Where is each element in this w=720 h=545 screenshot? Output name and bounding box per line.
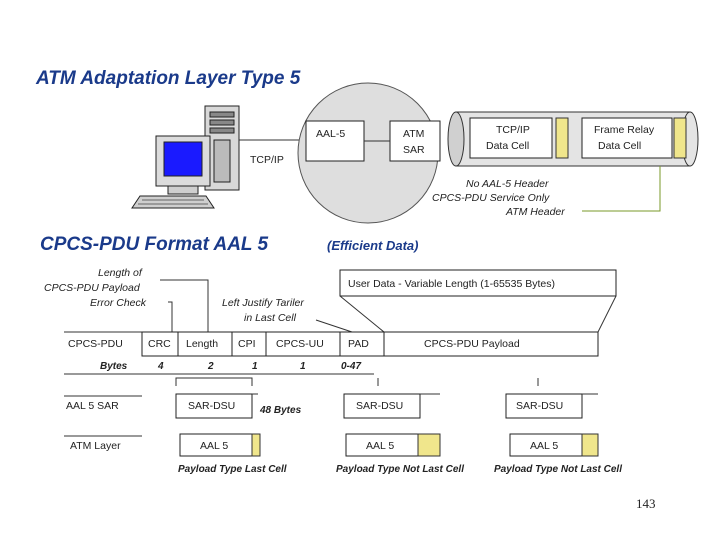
sar-dsu-label-1: SAR-DSU xyxy=(188,400,235,412)
sar-dsu-label-3: SAR-DSU xyxy=(516,400,563,412)
pdu-field-crc-label: CRC xyxy=(148,338,171,350)
cell2-subtitle: Data Cell xyxy=(598,140,641,152)
bytes-cpcs-uu: 1 xyxy=(300,361,306,372)
sar-dsu-box-2 xyxy=(343,393,421,419)
sar-bracket-1 xyxy=(175,377,253,386)
sar-dsu-box-3 xyxy=(505,393,583,419)
cpcs-subtitle: (Efficient Data) xyxy=(327,238,419,253)
sar-dsu-box-1 xyxy=(175,393,253,419)
note-service-only: CPCS-PDU Service Only xyxy=(432,192,550,204)
pdu-field-cpi-label: CPI xyxy=(238,338,256,350)
aal5-cell-label-1: AAL 5 xyxy=(200,440,228,452)
tcpip-data-cell xyxy=(469,117,553,159)
tcpip-label: TCP/IP xyxy=(250,154,284,166)
pdu-fields xyxy=(141,331,599,357)
user-data-left-edge xyxy=(339,295,385,333)
payload-last-label: Payload Type Last Cell xyxy=(178,464,287,475)
bytes-pad: 0-47 xyxy=(341,361,361,372)
bytes-cpi: 1 xyxy=(252,361,258,372)
bytes-48-label: 48 Bytes xyxy=(259,405,302,416)
cell-stream xyxy=(447,111,699,167)
page-number: 143 xyxy=(636,496,656,511)
frame-relay-data-cell xyxy=(581,117,673,159)
cell2-title: Frame Relay xyxy=(594,124,655,136)
pdu-field-pad xyxy=(339,331,385,357)
aal5-cell-label-2: AAL 5 xyxy=(366,440,394,452)
circle-atm-label: ATM xyxy=(403,128,424,140)
aal5-cell-label-3: AAL 5 xyxy=(530,440,558,452)
left-justify-pointer xyxy=(315,319,353,333)
note-atm-header: ATM Header xyxy=(505,206,565,218)
payload-not-last-label-1: Payload Type Not Last Cell xyxy=(336,464,464,475)
pdu-field-length xyxy=(177,331,233,357)
bytes-row-label: Bytes xyxy=(100,361,128,372)
error-check-label: Error Check xyxy=(90,297,147,309)
circle-aal5-label: AAL-5 xyxy=(316,128,345,140)
length-pointer xyxy=(160,279,209,332)
pdu-field-cpcs-uu xyxy=(265,331,341,357)
pdu-field-cpcs-uu-label: CPCS-UU xyxy=(276,338,324,350)
user-data-label: User Data - Variable Length (1-65535 Byt… xyxy=(348,278,555,290)
atm-layer-row-label: ATM Layer xyxy=(70,440,121,452)
cell1-subtitle: Data Cell xyxy=(486,140,529,152)
aal5-box xyxy=(305,120,365,162)
sar-dsu-label-2: SAR-DSU xyxy=(356,400,403,412)
payload-not-last-label-2: Payload Type Not Last Cell xyxy=(494,464,622,475)
atm-sar-box xyxy=(389,120,441,162)
cpcs-pdu-row-label: CPCS-PDU xyxy=(68,338,123,350)
cell1-title: TCP/IP xyxy=(496,124,530,136)
top-title: ATM Adaptation Layer Type 5 xyxy=(35,68,301,89)
cpcs-payload-label: CPCS-PDU Payload xyxy=(44,282,141,294)
pdu-field-pad-label: PAD xyxy=(348,338,369,350)
pdu-field-payload xyxy=(383,331,599,357)
circle-sar-label: SAR xyxy=(403,144,425,156)
length-of-label: Length of xyxy=(98,267,143,279)
bytes-length: 2 xyxy=(207,361,214,372)
pdu-field-length-label: Length xyxy=(186,338,218,350)
note-no-header: No AAL-5 Header xyxy=(466,178,549,190)
user-data-box xyxy=(339,269,617,297)
atm-header-pointer xyxy=(582,166,661,212)
user-data-right-edge xyxy=(597,295,617,333)
pdu-field-payload-label: CPCS-PDU Payload xyxy=(424,338,520,350)
desktop-computer-icon xyxy=(131,105,240,209)
cpcs-title: CPCS-PDU Format AAL 5 xyxy=(40,234,268,255)
last-cell-label: in Last Cell xyxy=(244,312,297,324)
error-check-pointer xyxy=(168,301,173,332)
bytes-crc: 4 xyxy=(157,361,164,372)
aal5-sar-row-label: AAL 5 SAR xyxy=(66,400,119,412)
left-justify-label: Left Justify Tariler xyxy=(222,297,304,309)
